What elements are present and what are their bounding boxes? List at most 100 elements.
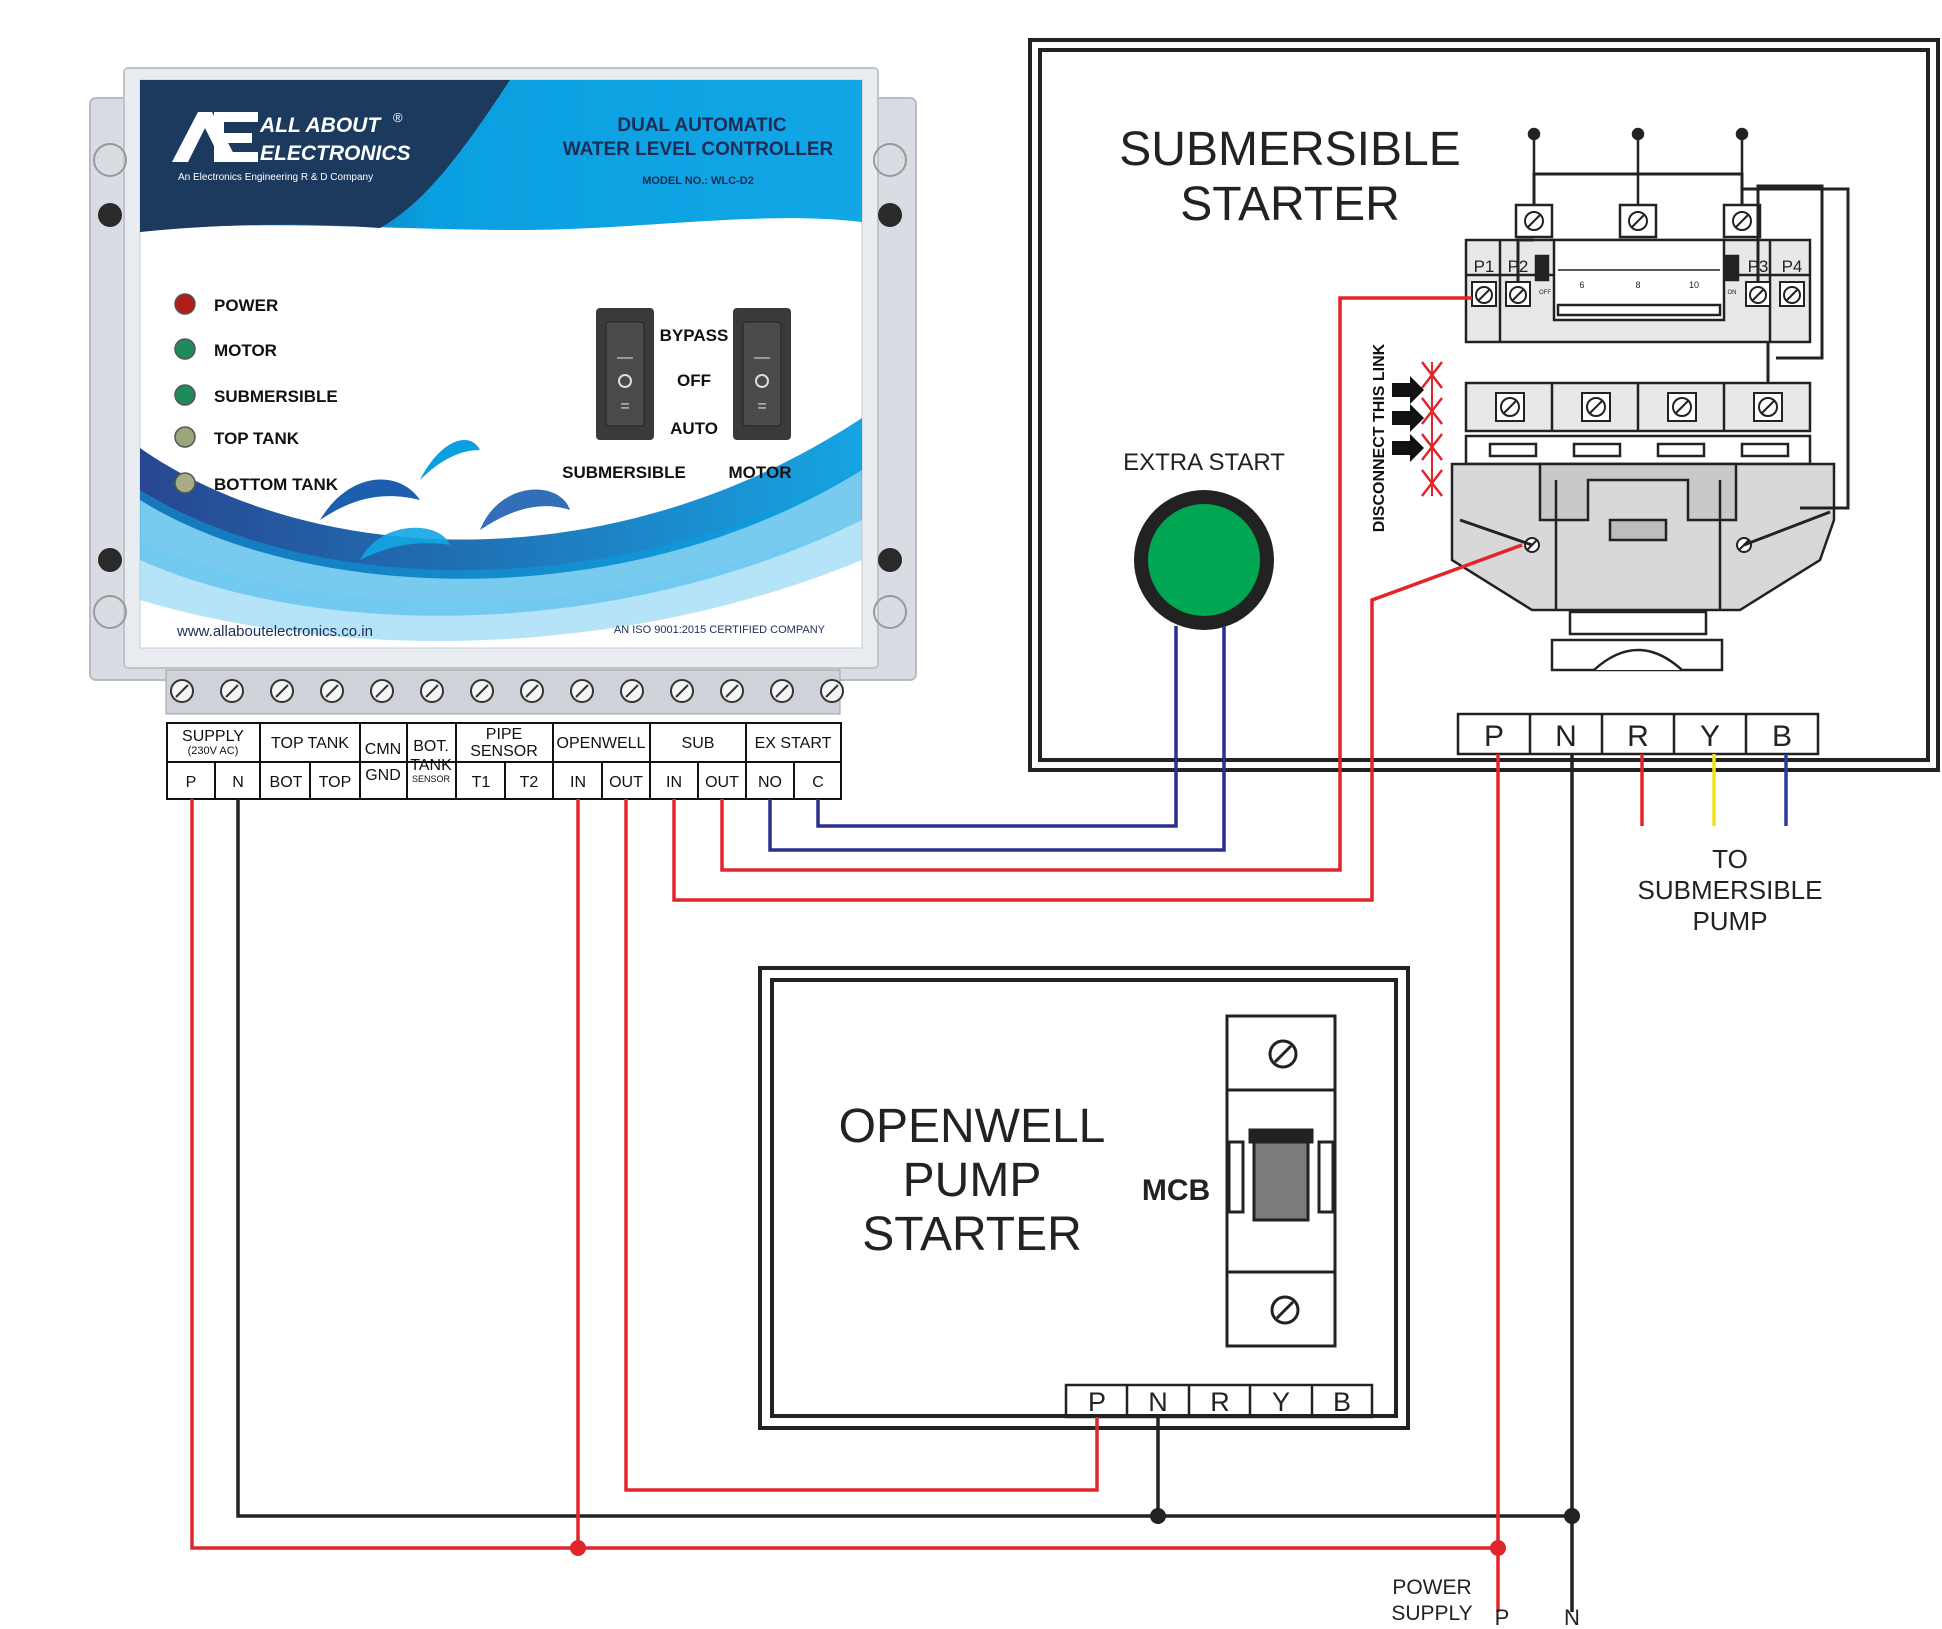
terminal-top: TOP [319,774,352,791]
terminal-bot: BOT [270,774,303,791]
submersible-rocker-switch[interactable]: — = [596,308,654,440]
brand-registered-mark: ® [393,110,403,125]
indicator-label-top-tank: TOP TANK [214,429,300,448]
extra-start-label: EXTRA START [1123,449,1285,476]
group-bot-sensor: SENSOR [412,774,451,784]
group-bot-tank: TANK [410,757,452,774]
openwell-term-b: B [1333,1387,1351,1417]
group-openwell: OPENWELL [557,735,646,752]
water-level-controller: ALL ABOUT ® ELECTRONICS An Electronics E… [89,67,917,715]
sub-out-y: Y [1700,720,1720,753]
indicator-led-motor [174,338,196,360]
disconnect-link-note: DISCONNECT THIS LINK [1371,343,1388,532]
group-cmn: CMN [365,741,401,758]
indicator-led-power [174,293,196,315]
switch-label-submersible: SUBMERSIBLE [562,463,686,482]
openwell-title-line3: STARTER [862,1208,1082,1261]
sub-out-r: R [1627,720,1649,753]
wire-junction-icons [570,1508,1580,1556]
wire-sub-out [720,296,1472,872]
group-ex-start: EX START [755,735,832,752]
wire-ex-start-c [816,626,1178,828]
terminal-screw-icon [670,679,694,703]
switch-mode-bypass: BYPASS [660,326,729,345]
sub-starter-output-labels: P N R Y B [1484,720,1792,753]
group-supply: SUPPLY [182,728,244,745]
relay-dial-mark-8: 8 [1635,280,1640,290]
terminal-openwell-out: OUT [609,774,643,791]
terminal-screw-icon [470,679,494,703]
power-supply-line2: SUPPLY [1391,1602,1472,1625]
indicator-label-motor: MOTOR [214,341,277,360]
sub-starter-title-line2: STARTER [1180,178,1400,231]
terminal-openwell-in: IN [570,774,586,791]
group-sub: SUB [682,735,715,752]
terminal-ex-c: C [812,774,824,791]
group-bot: BOT. [413,738,449,755]
terminal-table-labels: SUPPLY (230V AC) TOP TANK CMN GND BOT. T… [182,726,832,791]
controller-model: MODEL NO.: WLC-D2 [642,175,754,187]
terminal-ex-no: NO [758,774,782,791]
controller-terminal-table [166,722,842,800]
disconnect-arrow-icons [1392,376,1424,462]
terminal-screw-icon [220,679,244,703]
terminal-screw-icons [170,679,844,703]
sub-out-n: N [1555,720,1577,753]
terminal-screw-icon [170,679,194,703]
to-pump-line1: TO [1712,844,1748,874]
terminal-n: N [232,774,244,791]
wire-sub-in [672,543,1523,902]
indicator-label-submersible: SUBMERSIBLE [214,387,338,406]
svg-text:=: = [757,398,766,415]
openwell-title-line1: OPENWELL [839,1100,1106,1153]
mcb-breaker[interactable] [1225,1014,1337,1348]
motor-rocker-switch[interactable]: — = [733,308,791,440]
wire-supply-neutral [236,799,1574,1612]
relay-labels: P1 P2 P3 P4 6 8 10 OFF ON [1474,257,1803,296]
switch-label-motor: MOTOR [729,463,792,482]
brand-website: www.allaboutelectronics.co.in [176,623,373,640]
wire-openwell-out [624,799,1099,1492]
disconnect-cross-icons [1421,361,1443,497]
relay-off-mark: OFF [1539,290,1551,296]
relay-dial-mark-10: 10 [1689,280,1699,290]
brand-certification: AN ISO 9001:2015 CERTIFIED COMPANY [614,624,826,636]
relay-on-mark: ON [1728,290,1737,296]
wire-supply-phase [190,799,1500,1612]
wiring [190,296,1788,1612]
group-top-tank: TOP TANK [271,735,349,752]
openwell-title-line2: PUMP [903,1154,1042,1207]
indicator-label-power: POWER [214,296,278,315]
terminal-screw-icon [320,679,344,703]
relay-dial-mark-6: 6 [1579,280,1584,290]
group-pipe-sensor: SENSOR [470,743,538,760]
group-cmn-gnd: GND [365,767,401,784]
openwell-terminals [1064,1383,1374,1419]
brand-logo-icon [172,112,258,162]
brand-name-line1: ALL ABOUT [259,114,382,137]
to-pump-line2: SUBMERSIBLE [1638,875,1823,905]
svg-text:=: = [620,398,629,415]
controller-title-line1: DUAL AUTOMATIC [617,115,787,136]
terminal-t2: T2 [520,774,539,791]
svg-text:—: — [754,349,770,366]
terminal-p: P [186,774,197,791]
openwell-term-y: Y [1272,1387,1290,1417]
power-supply-p: P [1495,1605,1510,1629]
terminal-screw-icon [620,679,644,703]
terminal-screw-icon [420,679,444,703]
svg-text:—: — [617,349,633,366]
terminal-screw-icon [270,679,294,703]
contactor [1450,381,1836,672]
relay-terminal-p4: P4 [1782,257,1803,276]
indicator-list: POWER MOTOR SUBMERSIBLE TOP TANK BOTTOM … [174,293,339,494]
brand-name-line2: ELECTRONICS [260,142,411,165]
contactor-screw-icons [1495,392,1783,553]
switch-mode-off: OFF [677,371,711,390]
terminal-screw-icon [720,679,744,703]
indicator-led-submersible [174,384,196,406]
extra-start-button[interactable] [1134,490,1274,630]
group-pipe: PIPE [486,726,522,743]
to-pump-line3: PUMP [1692,906,1767,936]
